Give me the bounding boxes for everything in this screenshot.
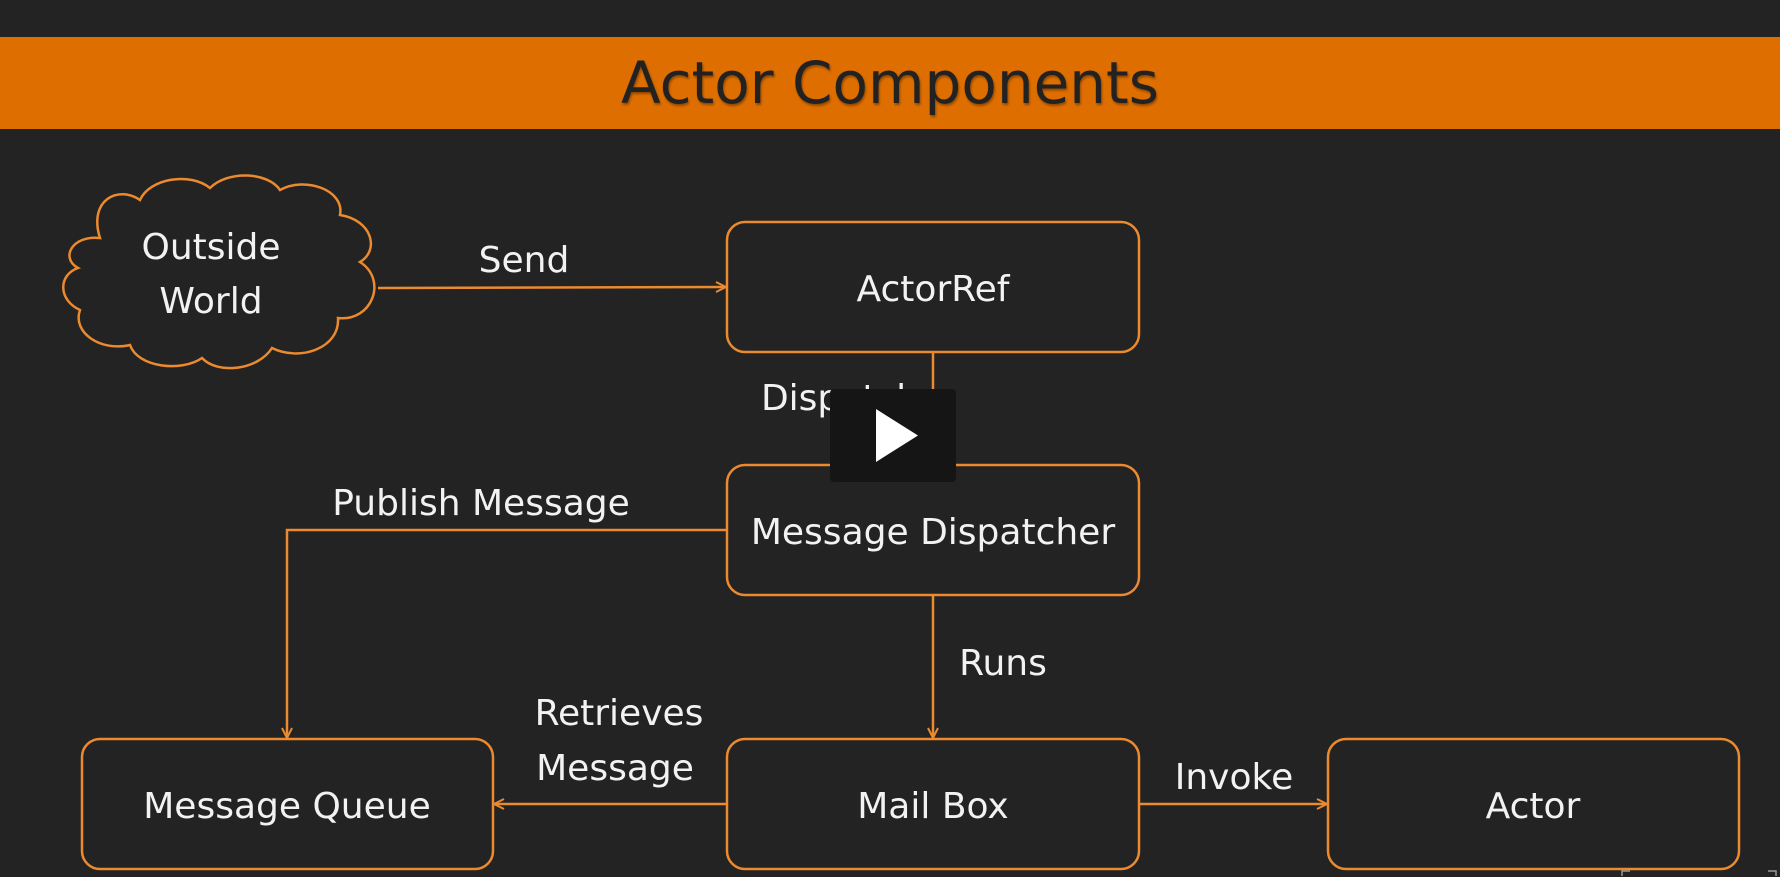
actor-ref-node: ActorRef [725,220,1141,354]
slide-title: Actor Components [620,49,1159,117]
invoke-label: Invoke [1175,757,1293,798]
publish-message-edge: Publish Message [287,483,727,737]
title-bar: Actor Components [0,37,1780,129]
message-queue-label: Message Queue [143,786,431,827]
video-play-button[interactable] [830,389,956,482]
retrieves-message-label-line1: Retrieves [535,693,704,734]
actor-box [1326,737,1741,871]
corner-frame-marks [1621,870,1777,876]
message-dispatcher-label: Message Dispatcher [751,512,1115,553]
runs-label: Runs [959,643,1047,684]
publish-message-arrow [287,528,727,737]
cloud-shape [62,174,376,370]
mail-box-node: Mail Box [725,737,1141,871]
runs-edge: Runs [933,595,1047,737]
outside-world-label-line2: World [159,281,262,322]
invoke-edge: Invoke [1139,757,1326,804]
actor-label: Actor [1486,786,1581,827]
retrieves-message-label-line2: Message [536,748,694,789]
send-label: Send [479,240,570,281]
send-edge: Send [377,240,725,288]
play-icon [876,409,918,462]
message-queue-node: Message Queue [80,737,495,871]
actor-ref-label: ActorRef [857,269,1011,310]
actor-node: Actor [1326,737,1741,871]
outside-world-node: Outside World [62,174,376,370]
send-arrow [377,287,725,288]
outside-world-label-line1: Outside [141,227,280,268]
publish-message-label: Publish Message [332,483,630,524]
retrieves-message-edge: Retrieves Message [495,693,727,804]
message-dispatcher-node: Message Dispatcher [725,463,1141,597]
mail-box-label: Mail Box [857,786,1009,827]
